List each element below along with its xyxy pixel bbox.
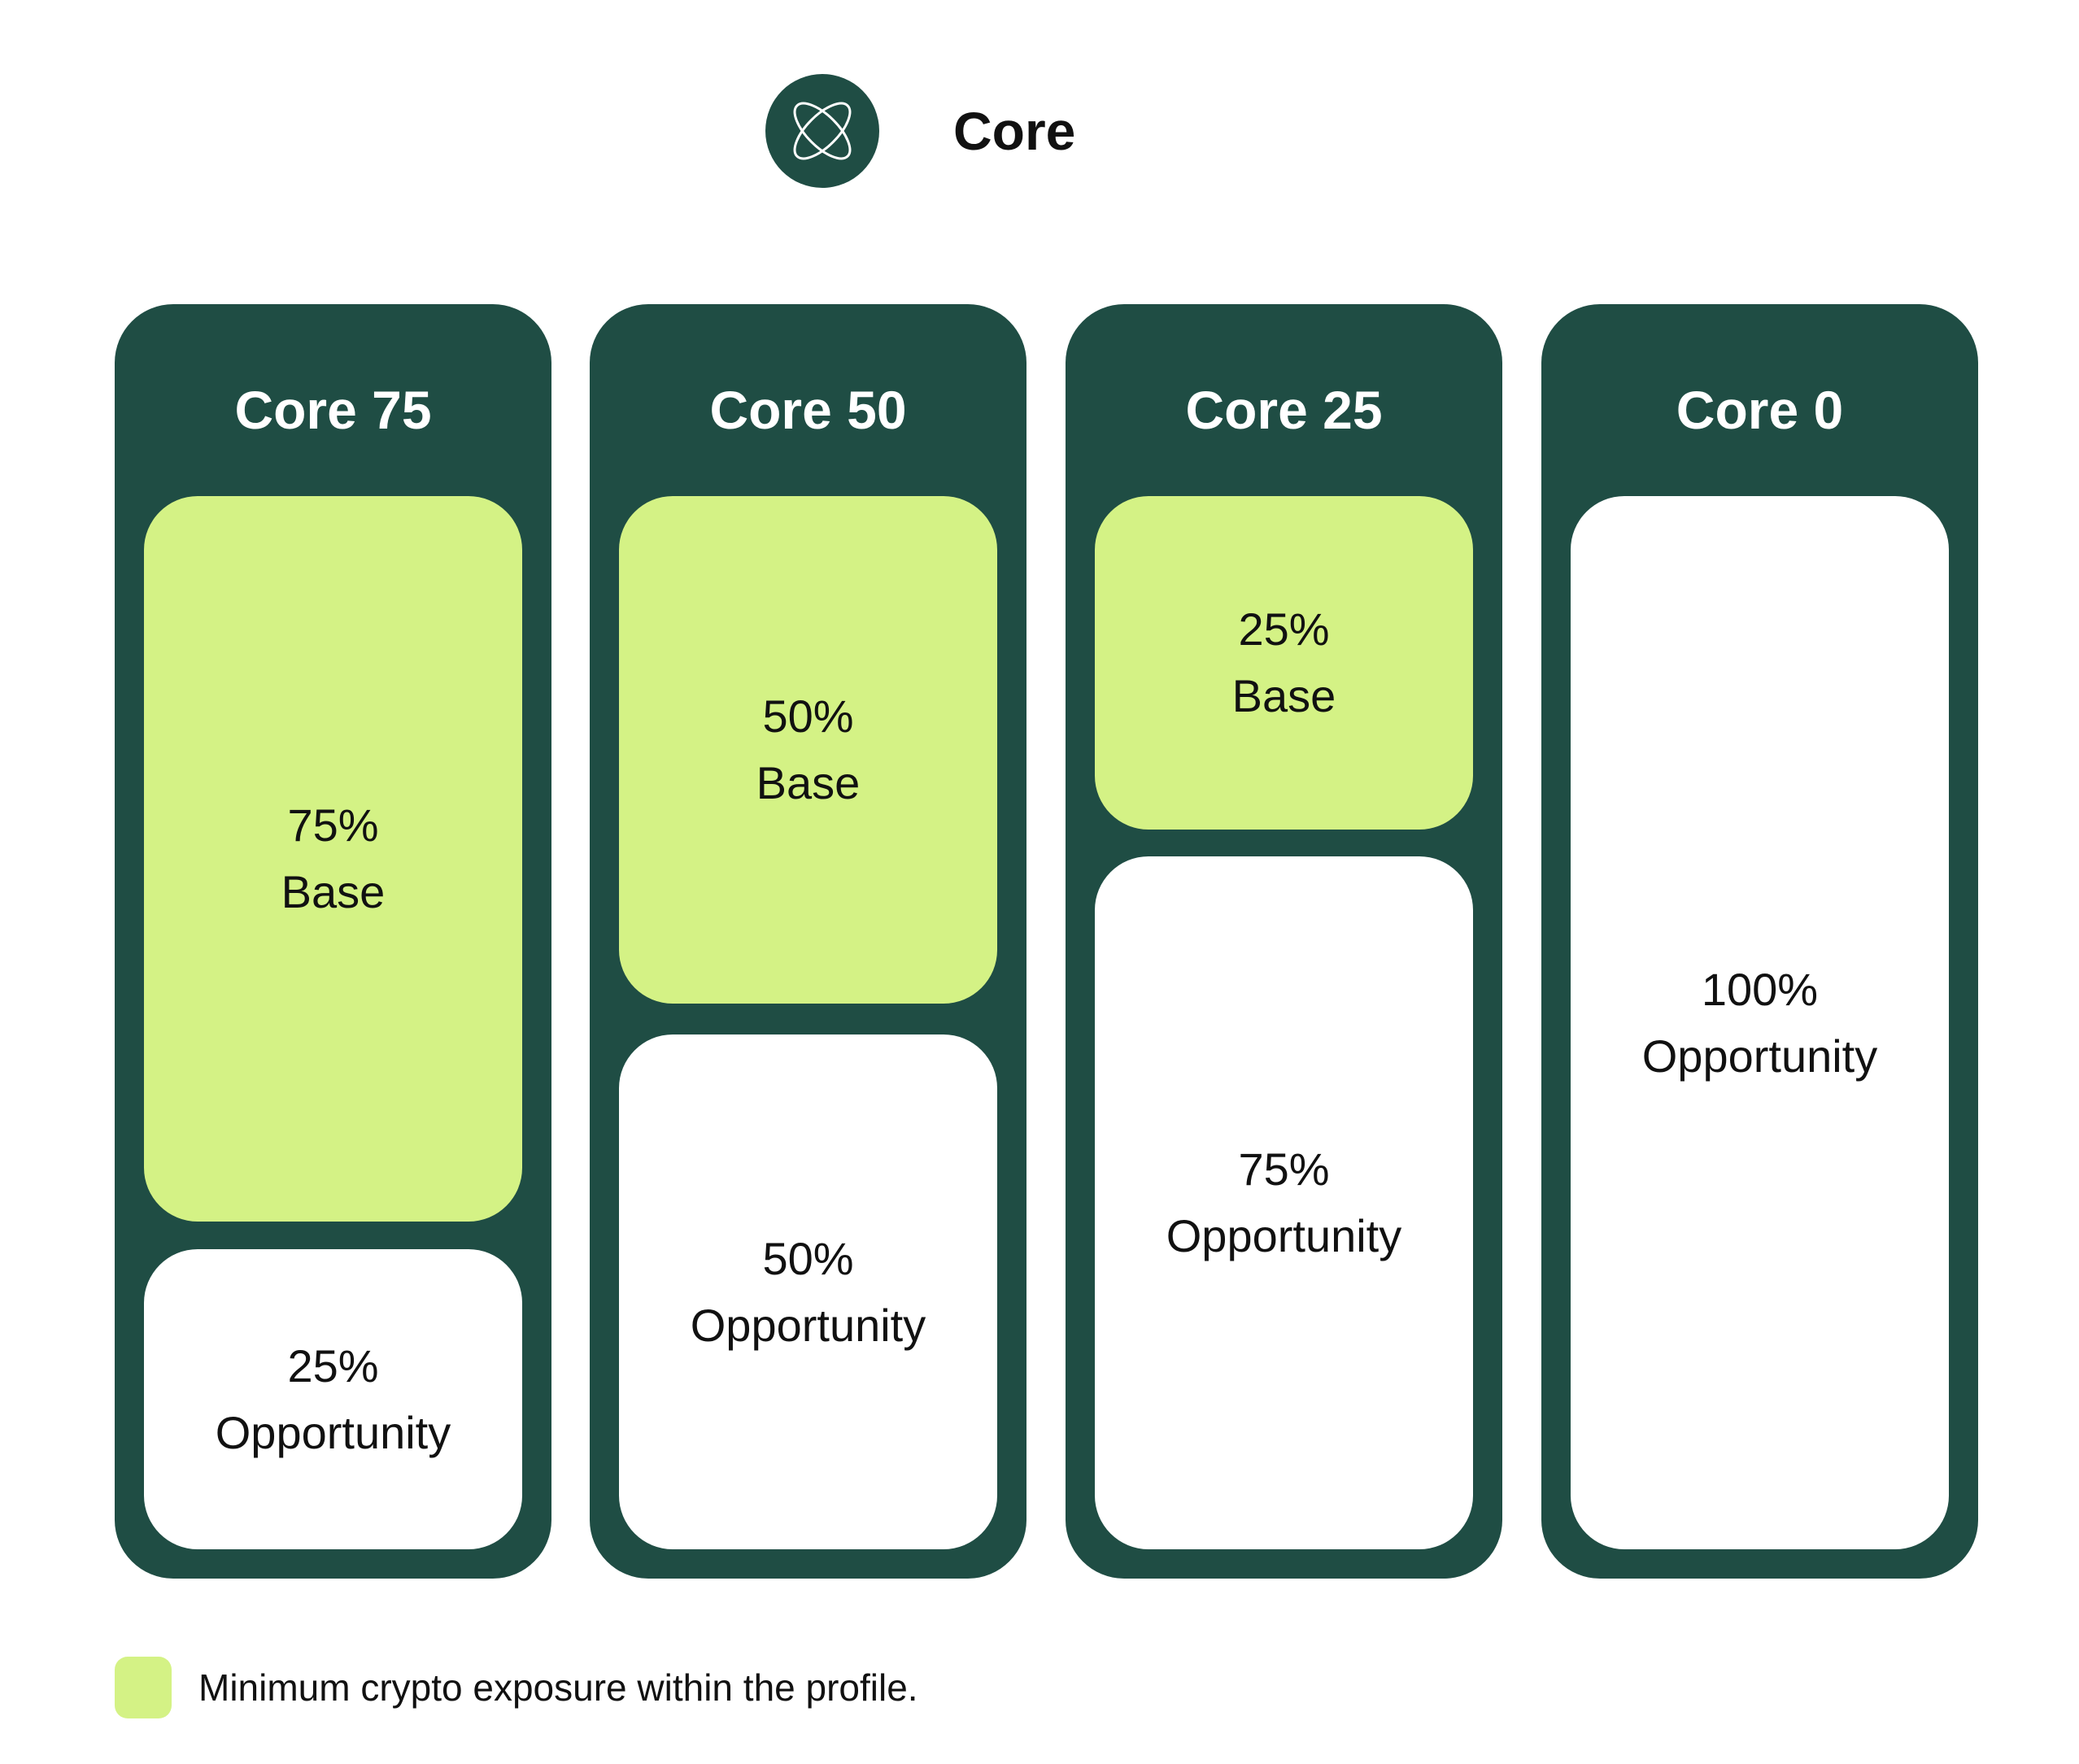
base-block: 25% Base (1095, 496, 1473, 830)
opportunity-label: Opportunity (690, 1299, 926, 1351)
column-title: Core 75 (234, 380, 432, 440)
column-title: Core 50 (709, 380, 907, 440)
opportunity-block: 25% Opportunity (144, 1249, 522, 1549)
base-percent: 25% (1238, 603, 1330, 655)
profile-column-core-50: Core 50 50% Base 50% Opportunity (590, 304, 1026, 1579)
page-title: Core (953, 101, 1076, 161)
base-label: Base (281, 866, 386, 917)
header: Core (765, 74, 1075, 188)
base-label: Base (756, 757, 861, 808)
base-label: Base (1231, 670, 1336, 721)
opportunity-percent: 25% (287, 1339, 379, 1392)
opportunity-percent: 75% (1238, 1143, 1330, 1195)
legend-text: Minimum crypto exposure within the profi… (198, 1666, 918, 1709)
column-title: Core 0 (1676, 380, 1844, 440)
legend-swatch (115, 1657, 172, 1718)
profile-column-core-0: Core 0 100% Opportunity (1541, 304, 1978, 1579)
column-title: Core 25 (1185, 380, 1383, 440)
opportunity-label: Opportunity (215, 1406, 451, 1458)
base-percent: 50% (762, 690, 854, 742)
opportunity-block: 50% Opportunity (619, 1034, 997, 1549)
opportunity-percent: 50% (762, 1232, 854, 1284)
profile-column-core-75: Core 75 75% Base 25% Opportunity (115, 304, 551, 1579)
opportunity-percent: 100% (1701, 963, 1819, 1015)
opportunity-label: Opportunity (1641, 1030, 1878, 1082)
opportunity-block: 100% Opportunity (1571, 496, 1949, 1549)
legend: Minimum crypto exposure within the profi… (115, 1657, 918, 1718)
profile-column-core-25: Core 25 25% Base 75% Opportunity (1066, 304, 1502, 1579)
base-block: 75% Base (144, 496, 522, 1222)
opportunity-label: Opportunity (1166, 1210, 1402, 1261)
opportunity-block: 75% Opportunity (1095, 856, 1473, 1549)
orbit-icon (765, 74, 879, 188)
base-percent: 75% (287, 799, 379, 851)
base-block: 50% Base (619, 496, 997, 1004)
